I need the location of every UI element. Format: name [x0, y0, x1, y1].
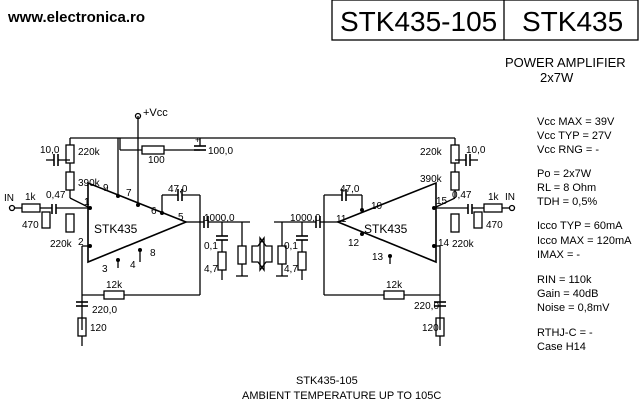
- left-channel: STK435 1 2 3 4 5 6 7 8 9 220k 390k: [4, 138, 265, 346]
- svg-text:390k: 390k: [78, 178, 101, 189]
- svg-text:5: 5: [178, 212, 184, 223]
- left-ic-label: STK435: [94, 222, 138, 236]
- left-load: [237, 245, 247, 265]
- spec-case: Case H14: [537, 341, 586, 353]
- svg-text:47,0: 47,0: [168, 184, 188, 195]
- svg-text:3: 3: [102, 264, 108, 275]
- svg-text:1000,0: 1000,0: [290, 213, 321, 224]
- spec-rl: RL = 8 Ohm: [537, 182, 596, 194]
- svg-text:9: 9: [103, 183, 109, 194]
- spec-icco-max: Icco MAX = 120mA: [537, 235, 632, 247]
- svg-text:220k: 220k: [452, 239, 475, 250]
- svg-text:220k: 220k: [78, 147, 101, 158]
- spec-rth: RTHJ-C = -: [537, 327, 593, 339]
- spec-vcc-rng: Vcc RNG = -: [537, 144, 599, 156]
- footer-temperature: AMBIENT TEMPERATURE UP TO 105C: [242, 390, 441, 402]
- svg-text:0,47: 0,47: [46, 190, 66, 201]
- svg-text:470: 470: [486, 220, 503, 231]
- left-r-220k-bias: [65, 213, 75, 233]
- svg-text:0,47: 0,47: [452, 190, 472, 201]
- spec-gain: Gain = 40dB: [537, 288, 598, 300]
- supply-label: +Vcc: [143, 107, 168, 119]
- svg-text:2: 2: [78, 237, 84, 248]
- svg-text:0,1: 0,1: [284, 241, 298, 252]
- svg-text:220k: 220k: [420, 147, 443, 158]
- svg-text:4,7: 4,7: [284, 264, 298, 275]
- supply-cap-label: 100,0: [208, 146, 233, 157]
- spec-icco-typ: Icco TYP = 60mA: [537, 220, 623, 232]
- svg-text:220k: 220k: [50, 239, 73, 250]
- supply-rail: +Vcc 100 100,0 +: [70, 107, 455, 166]
- svg-text:14: 14: [438, 238, 450, 249]
- right-ic-label: STK435: [364, 222, 408, 236]
- spec-vcc-max: Vcc MAX = 39V: [537, 116, 615, 128]
- right-speaker-icon: [259, 236, 273, 272]
- svg-text:10: 10: [371, 201, 383, 212]
- spec-rin: RIN = 110k: [537, 274, 592, 286]
- footer-part: STK435-105: [296, 375, 358, 387]
- svg-text:+: +: [195, 135, 200, 145]
- spec-vcc-typ: Vcc TYP = 27V: [537, 130, 612, 142]
- svg-text:1000,0: 1000,0: [204, 213, 235, 224]
- svg-text:15: 15: [436, 196, 448, 207]
- description-line1: POWER AMPLIFIER: [505, 55, 626, 70]
- spec-imax: IMAX = -: [537, 249, 580, 261]
- svg-text:7: 7: [126, 188, 132, 199]
- svg-text:1k: 1k: [25, 192, 37, 203]
- right-ic-amplifier: [335, 181, 437, 264]
- spec-noise: Noise = 0,8mV: [537, 302, 610, 314]
- supply-resistor: [141, 145, 165, 155]
- svg-text:220,0: 220,0: [414, 301, 439, 312]
- site-url: www.electronica.ro: [7, 9, 145, 26]
- svg-text:1: 1: [84, 197, 90, 208]
- svg-text:220,0: 220,0: [92, 305, 117, 316]
- svg-text:47,0: 47,0: [340, 184, 360, 195]
- svg-text:4: 4: [130, 260, 136, 271]
- left-r-470: [41, 211, 51, 229]
- svg-text:10,0: 10,0: [40, 145, 60, 156]
- svg-text:1k: 1k: [488, 192, 500, 203]
- svg-text:120: 120: [422, 323, 439, 334]
- svg-text:12k: 12k: [386, 280, 403, 291]
- left-r-390k: [65, 171, 75, 191]
- svg-text:8: 8: [150, 248, 156, 259]
- spec-tdh: TDH = 0,5%: [537, 196, 597, 208]
- svg-text:390k: 390k: [420, 174, 443, 185]
- title-box: [331, 0, 639, 41]
- svg-text:11: 11: [336, 214, 347, 225]
- part-number-full: STK435-105: [340, 6, 497, 37]
- svg-text:12: 12: [348, 238, 360, 249]
- svg-text:120: 120: [90, 323, 107, 334]
- svg-text:6: 6: [151, 206, 157, 217]
- left-ic-amplifier: [87, 181, 189, 264]
- spec-list: Vcc MAX = 39V Vcc TYP = 27V Vcc RNG = - …: [537, 116, 632, 353]
- left-speaker-icon: [251, 236, 265, 272]
- supply-resistor-label: 100: [148, 155, 165, 166]
- svg-text:13: 13: [372, 252, 384, 263]
- svg-text:0,1: 0,1: [204, 241, 218, 252]
- right-channel: STK435 10 11 12 13 14 15 220k 390k 10,0 …: [259, 138, 516, 346]
- svg-text:470: 470: [22, 220, 39, 231]
- left-r-1k: [21, 203, 41, 213]
- svg-text:4,7: 4,7: [204, 264, 218, 275]
- left-r-12k: [103, 290, 125, 300]
- right-input-label: IN: [505, 192, 515, 203]
- left-input-label: IN: [4, 193, 14, 204]
- svg-text:12k: 12k: [106, 280, 123, 291]
- spec-po: Po = 2x7W: [537, 168, 592, 180]
- description-line2: 2x7W: [540, 70, 574, 85]
- svg-text:10,0: 10,0: [466, 145, 486, 156]
- part-number-short: STK435: [522, 6, 623, 37]
